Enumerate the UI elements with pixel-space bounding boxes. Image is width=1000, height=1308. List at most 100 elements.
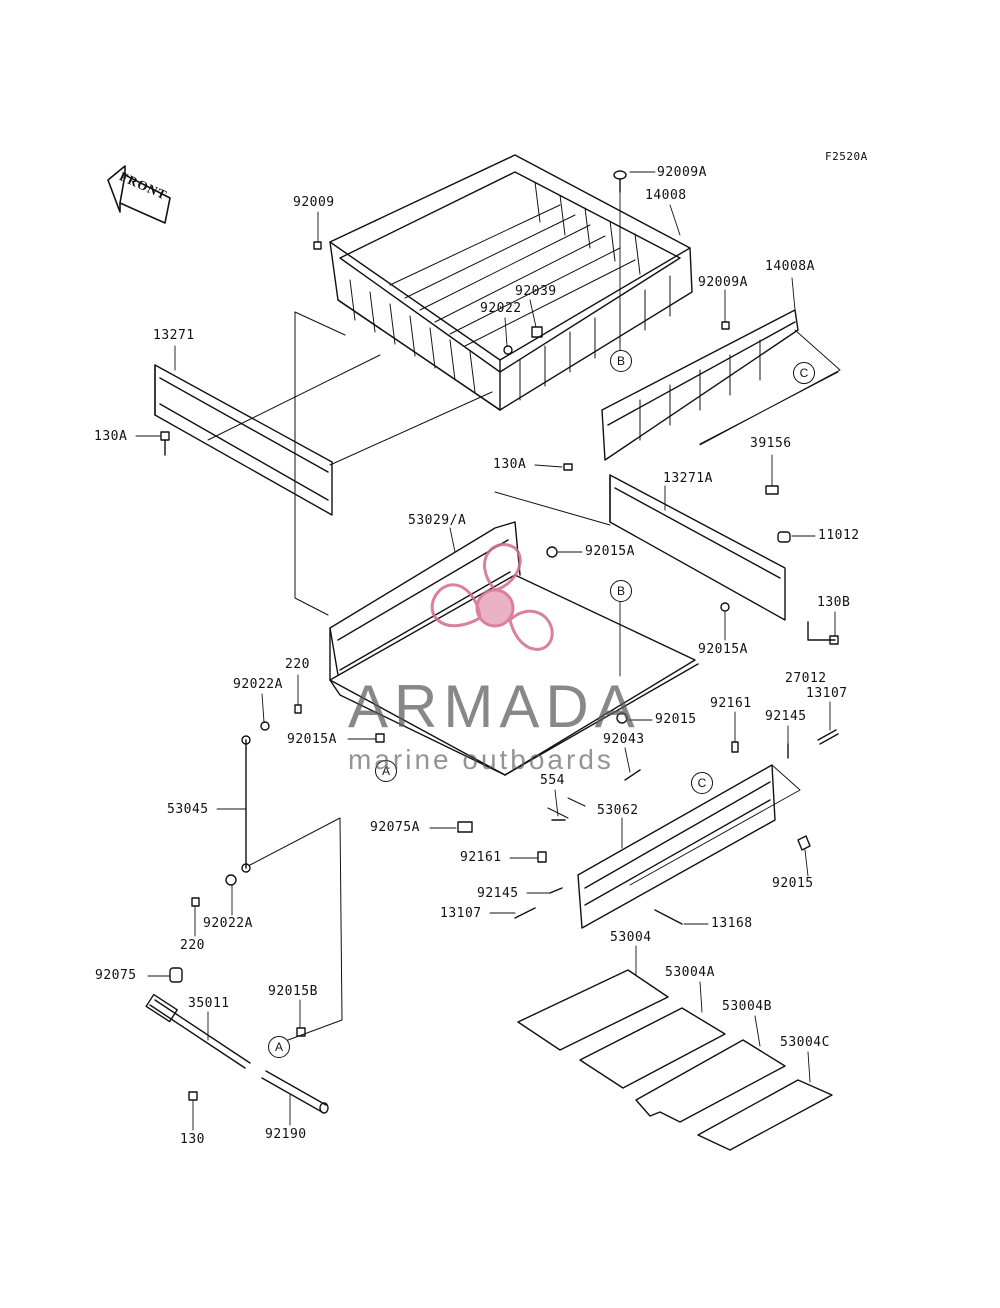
label-13271A: 13271A [663,471,713,486]
leader-14008A [791,277,796,311]
bolt-130-bottom [188,1091,198,1101]
label-92009A-top: 92009A [657,165,707,180]
label-92075: 92075 [95,968,137,983]
label-13168: 13168 [711,916,753,931]
side-panel-13271A [609,474,786,621]
washer-92022A-bottom [225,874,237,886]
label-92015A-top: 92015A [585,544,635,559]
label-92009: 92009 [293,195,335,210]
mat-53004C [697,1079,833,1151]
leader-53004B [754,1015,761,1047]
label-92022: 92022 [480,301,522,316]
label-92022A-bottom: 92022A [203,916,253,931]
watermark-title: ARMADA [348,673,641,740]
label-53045: 53045 [167,802,209,817]
label-92015-right: 92015 [772,876,814,891]
assembly-line-bed-panel-2 [329,391,493,466]
label-92043: 92043 [603,732,645,747]
cap-92075 [169,967,183,983]
cargo-bed-14008 [329,154,693,411]
lever-35011 [145,993,251,1069]
leader-554 [554,789,559,817]
label-14008: 14008 [645,188,687,203]
frame-53029A [329,521,699,776]
label-13271: 13271 [153,328,195,343]
assembly-line-pin-2 [547,807,569,819]
cap-11012 [777,531,791,543]
bolt-92009 [313,241,322,250]
bolt-220-bottom [191,897,200,907]
label-13107-left: 13107 [440,906,482,921]
label-53004B: 53004B [722,999,772,1014]
leader-14008 [669,204,681,236]
leader-53029A [449,527,456,553]
spring-92145-left [549,887,563,894]
ref-mark-C-mid: C [691,772,713,794]
nut-92015A-left [375,733,385,743]
clip-92039 [531,326,543,338]
label-92009A-side: 92009A [698,275,748,290]
bolt-220-top [294,704,302,714]
label-27012: 27012 [785,671,827,686]
nut-92015 [616,712,628,724]
leader-92015-right [804,849,809,877]
rod-53045 [241,735,251,873]
watermark-subtitle: marine outboards [348,744,614,775]
pad-39156 [765,485,779,495]
nut-92015B [296,1027,306,1037]
label-130-bottom: 130 [180,1132,205,1147]
label-53004A: 53004A [665,965,715,980]
label-92015A-right: 92015A [698,642,748,657]
bolt-130A-right [563,463,573,471]
bolt-130A-left [160,431,170,456]
mat-53004B [635,1039,786,1123]
tailgate-frame-53062 [577,764,801,929]
assembly-line-rod [249,817,343,1044]
label-92015: 92015 [655,712,697,727]
label-92015A-left: 92015A [287,732,337,747]
pin-13107-left [514,907,536,919]
ref-mark-B-mid: B [610,580,632,602]
label-35011: 35011 [188,996,230,1011]
propeller-logo [430,543,554,651]
ref-mark-A-mid: A [375,760,397,782]
bolt-92161-right [731,741,739,753]
leader-53004A [699,981,703,1013]
leader-92022 [504,317,508,347]
label-554: 554 [540,773,565,788]
assembly-line-tailgate [699,371,839,445]
figure-code: F2520A [825,150,868,163]
nut-92022 [503,345,513,355]
label-92039: 92039 [515,284,557,299]
mat-53004A [579,1007,726,1089]
label-92161-right: 92161 [710,696,752,711]
pad-92075A [457,821,473,833]
label-220-top: 220 [285,657,310,672]
nut-92015-right [797,835,811,851]
leader-92022A-top [261,693,265,723]
nut-92015A-right [720,602,730,612]
assembly-line-pin [567,797,586,807]
side-panel-13271 [154,364,333,516]
label-53004C: 53004C [780,1035,830,1050]
bolt-92009A-side [721,321,730,330]
label-220-bottom: 220 [180,938,205,953]
label-53062: 53062 [597,803,639,818]
label-11012: 11012 [818,528,860,543]
pin-27012 [817,729,839,745]
pin-92043 [624,769,641,781]
label-92161-left: 92161 [460,850,502,865]
label-92075A: 92075A [370,820,420,835]
label-92015B: 92015B [268,984,318,999]
front-arrow [107,165,171,224]
assembly-line-bed-panel [207,354,381,441]
leader-53004C [807,1051,811,1083]
label-92145-left: 92145 [477,886,519,901]
label-130B: 130B [817,595,851,610]
bolt-92161-left [537,851,547,863]
tailgate-outline-14008A [699,329,841,446]
washer-92022A-top [260,721,270,731]
bracket-130B [807,621,839,645]
ref-mark-B-top: B [610,350,632,372]
